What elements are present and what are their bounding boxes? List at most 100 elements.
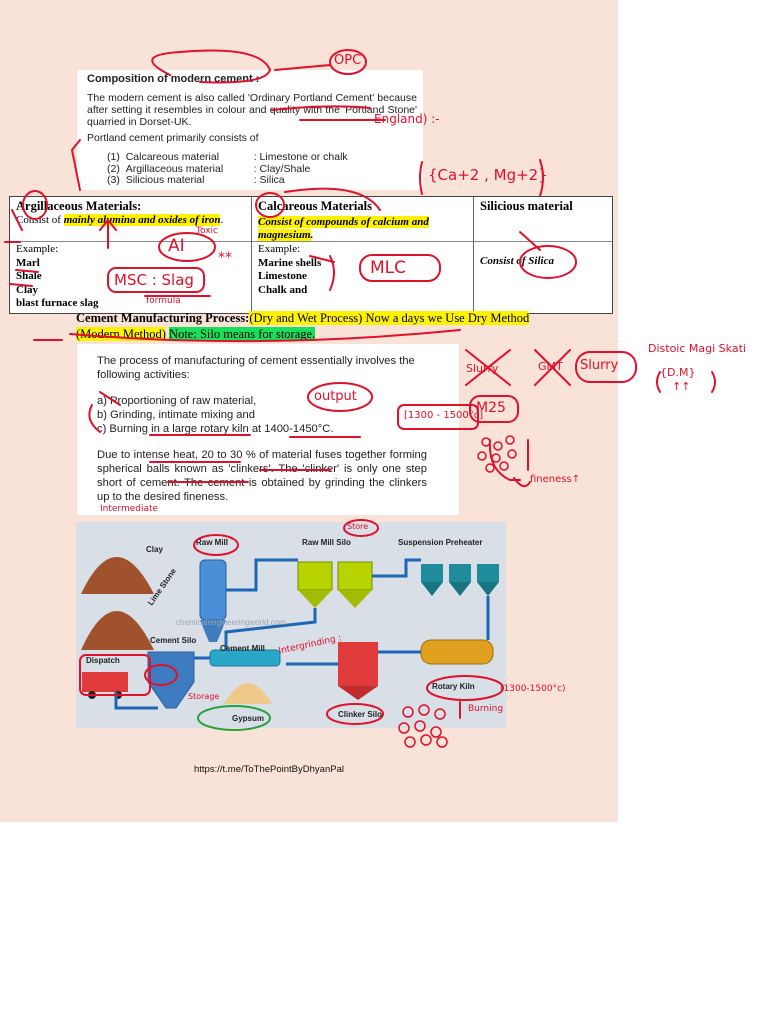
process-intro: The process of manufacturing of cement e… xyxy=(97,355,415,381)
brace-stroke xyxy=(656,371,716,393)
silicious-cell: Silicious material Consist of Silica xyxy=(474,197,612,313)
brace-stroke xyxy=(70,139,81,191)
annotation-stars: ** xyxy=(218,250,232,266)
circle-stroke xyxy=(519,245,577,279)
conveyor-lines xyxy=(114,558,490,710)
clinker-silo xyxy=(338,642,378,686)
circle-stroke xyxy=(307,382,373,412)
list-item: (2) Argillaceous material: Clay/Shale xyxy=(107,162,311,175)
circle-stroke xyxy=(426,675,504,701)
annotation-slurry-crossed: Slurry xyxy=(466,362,499,375)
limestone-pile xyxy=(81,611,154,650)
underline-stroke xyxy=(33,329,461,343)
silo-note: Note: Silo means for storage. xyxy=(169,327,316,341)
brace-stroke xyxy=(88,391,121,433)
arrow-stroke xyxy=(284,187,381,211)
process-steps: a) Proportioning of raw material, b) Gri… xyxy=(97,394,333,436)
label-raw-mill: Raw Mill xyxy=(196,538,229,547)
list-item: a) Proportioning of raw material, xyxy=(97,395,257,407)
conveyor-lines xyxy=(224,608,317,650)
example-item: Limestone xyxy=(258,270,307,282)
label-suspension-preheater: Suspension Preheater xyxy=(398,538,483,547)
example-item: Marl xyxy=(16,256,40,269)
clay-pile xyxy=(81,557,154,594)
annotation-kiln-temp: (1300-1500°c) xyxy=(500,684,566,694)
annotation-temp-range: [1300 - 1500°c] xyxy=(404,410,484,421)
circle-stroke xyxy=(22,190,48,220)
annotation-fineness: fineness↑ xyxy=(530,474,581,485)
annotation-arrows: ↑↑ xyxy=(672,380,691,393)
label-clay: Clay xyxy=(146,545,163,554)
label-raw-mill-silo: Raw Mill Silo xyxy=(302,538,351,547)
argillaceous-examples: Example: Marl Shale Clay blast furnace s… xyxy=(16,243,99,309)
arrow-stroke xyxy=(519,231,541,251)
silo-cone xyxy=(338,590,372,608)
example-item: Marine shells xyxy=(258,256,322,269)
list-item: (3) Silicious material: Silica xyxy=(107,174,285,186)
raw-mill-hopper xyxy=(200,620,226,642)
annotation-toxic: Toxic xyxy=(196,226,218,236)
silicious-description: Consist of Silica xyxy=(480,255,554,267)
annotation-dm: {D.M} xyxy=(660,366,696,379)
annotation-burning: Burning xyxy=(468,704,504,714)
box-stroke xyxy=(359,254,441,282)
preheater-cyclone xyxy=(421,564,443,582)
diagram-watermark: chemicalengineeringworld.com xyxy=(176,618,286,627)
preheater-cyclone xyxy=(477,564,499,582)
circle-stroke xyxy=(151,49,272,84)
calcareous-examples: Example: Marine shells Limestone Chalk a… xyxy=(258,243,322,296)
cross-stroke xyxy=(465,349,511,386)
underline-stroke xyxy=(271,105,386,121)
annotation-storage: Storage xyxy=(188,692,220,701)
manufacturing-heading: Cement Manufacturing Process: xyxy=(76,311,250,325)
cross-stroke xyxy=(534,349,571,386)
annotation-slurry: Slurry xyxy=(580,358,619,373)
circle-stroke xyxy=(255,192,285,218)
circle-stroke xyxy=(193,534,239,556)
annotation-formula: formula xyxy=(146,296,181,306)
arrow-stroke xyxy=(274,64,331,71)
box-stroke xyxy=(469,395,519,423)
annotation-output: output xyxy=(314,389,357,404)
box-stroke xyxy=(107,267,205,293)
annotation-england: England) :- xyxy=(374,112,440,126)
list-item: (1) Calcareous material: Limestone or ch… xyxy=(107,151,348,163)
calcareous-description: Consist of compounds of calcium and magn… xyxy=(258,216,429,241)
table-divider xyxy=(10,241,612,242)
annotation-distoic: Distoic Magi Skati xyxy=(648,342,746,355)
annotation-gmt-crossed: GMT xyxy=(538,360,563,373)
annotation-opc: OPC xyxy=(334,53,362,68)
brace-stroke xyxy=(419,159,544,197)
box-stroke xyxy=(397,404,479,430)
calcareous-header: Calcareous Materials xyxy=(258,199,372,213)
raw-mill-silo xyxy=(297,561,333,591)
example-item: blast furnace slag xyxy=(16,297,99,309)
annotation-ai: AI xyxy=(168,236,185,256)
portland-line: Portland cement primarily consists of xyxy=(87,132,259,144)
check-stroke xyxy=(4,209,39,287)
arrow-stroke xyxy=(488,439,521,481)
label-gypsum: Gypsum xyxy=(232,714,265,723)
arrow-stroke xyxy=(513,477,531,488)
annotation-mlc: MLC xyxy=(370,258,407,278)
label-dispatch: Dispatch xyxy=(86,656,120,665)
label-rotary-kiln: Rotary Kiln xyxy=(432,682,475,691)
arrow-stroke xyxy=(99,218,117,249)
clinker-cone xyxy=(338,686,378,700)
label-cement-silo: Cement Silo xyxy=(150,636,197,645)
preheater-cones xyxy=(421,582,499,596)
list-item: b) Grinding, intimate mixing and xyxy=(97,409,255,421)
circle-stroke xyxy=(197,705,271,731)
plant-illustration xyxy=(81,557,499,710)
label-clinker-silo: Clinker Silo xyxy=(338,710,383,719)
example-item: Shale xyxy=(16,270,42,282)
telegram-link[interactable]: https://t.me/ToThePointByDhyanPal xyxy=(194,764,344,775)
circle-stroke xyxy=(144,664,178,686)
circle-stroke xyxy=(343,519,379,537)
dispatch-truck xyxy=(82,672,128,692)
annotation-m25: M25 xyxy=(476,400,506,416)
gypsum-pile xyxy=(224,683,272,704)
annotation-ions: {Ca+2 , Mg+2} xyxy=(428,166,548,184)
list-item: c) Burning in a large rotary kiln at 140… xyxy=(97,423,334,435)
